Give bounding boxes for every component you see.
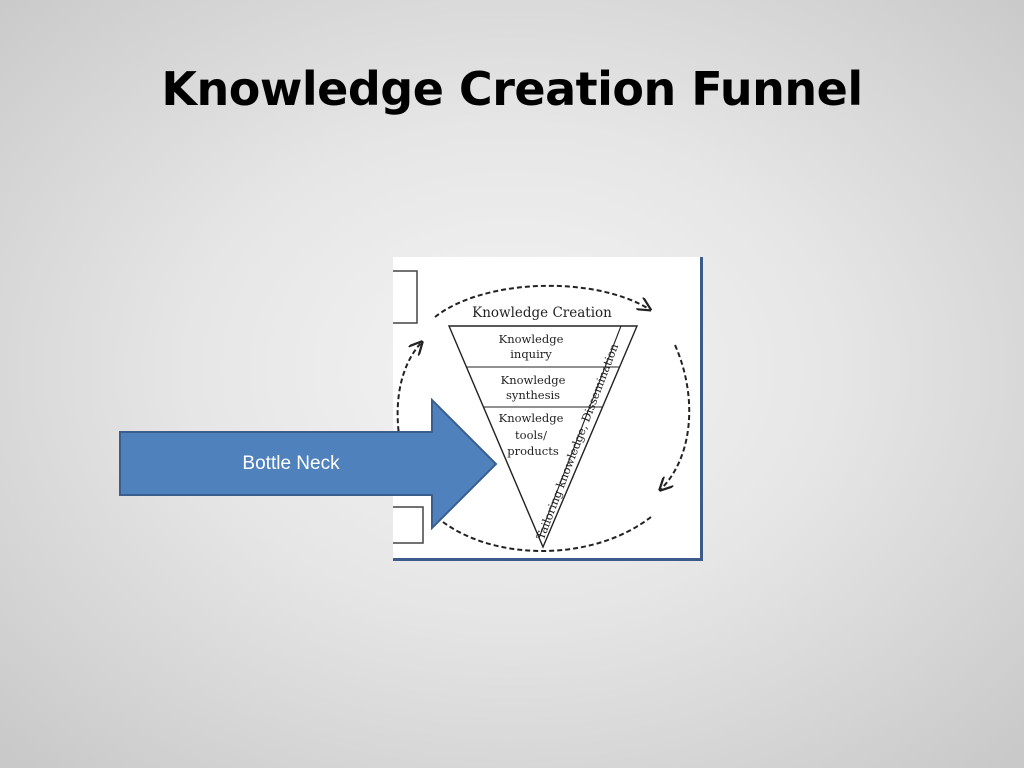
cycle-arrow-top <box>434 284 649 318</box>
slide-title: Knowledge Creation Funnel <box>161 62 863 116</box>
level-3-line-3: products <box>507 444 559 458</box>
bottle-neck-label: Bottle Neck <box>242 453 340 474</box>
level-1-line-2: inquiry <box>510 347 552 361</box>
level-2-line-1: Knowledge <box>501 373 566 387</box>
funnel-triangle <box>447 325 639 549</box>
level-3-line-1: Knowledge <box>499 411 564 425</box>
bottle-neck-arrow <box>119 398 498 530</box>
partial-box-top <box>393 270 418 324</box>
cycle-arrow-bottom <box>438 516 652 552</box>
funnel-inner-edge <box>538 325 622 539</box>
level-3-line-2: tools/ <box>515 428 547 442</box>
level-2-line-2: synthesis <box>506 388 560 402</box>
partial-box-bottom <box>393 506 424 544</box>
bottle-neck-arrow-shape <box>119 398 498 530</box>
diagram-header: Knowledge Creation <box>472 305 612 321</box>
level-1-line-1: Knowledge <box>499 332 564 346</box>
cycle-arrow-right <box>661 344 691 489</box>
